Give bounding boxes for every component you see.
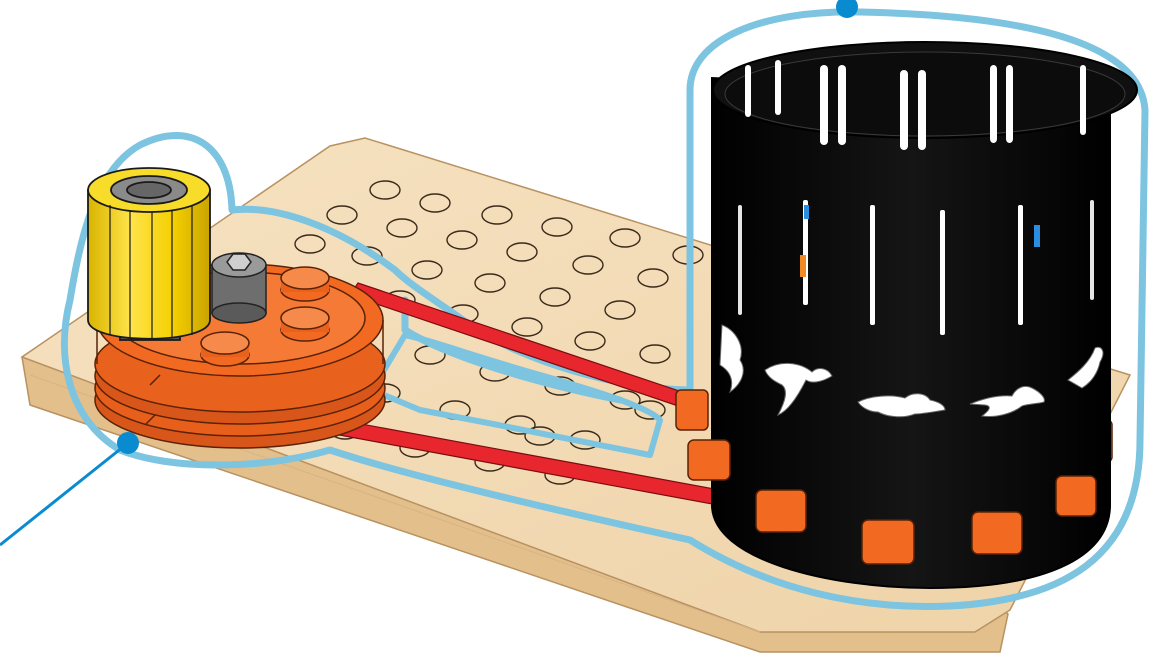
- drum-slits: [738, 60, 1094, 335]
- callout-crank: [0, 432, 139, 547]
- outline-inner-loop: [369, 332, 663, 458]
- callout-drum: [836, 0, 858, 18]
- zoetrope-drum: [687, 41, 1138, 590]
- crank-handle: [87, 167, 211, 341]
- axle-nut: [211, 252, 267, 324]
- animation-frames: [719, 324, 1104, 418]
